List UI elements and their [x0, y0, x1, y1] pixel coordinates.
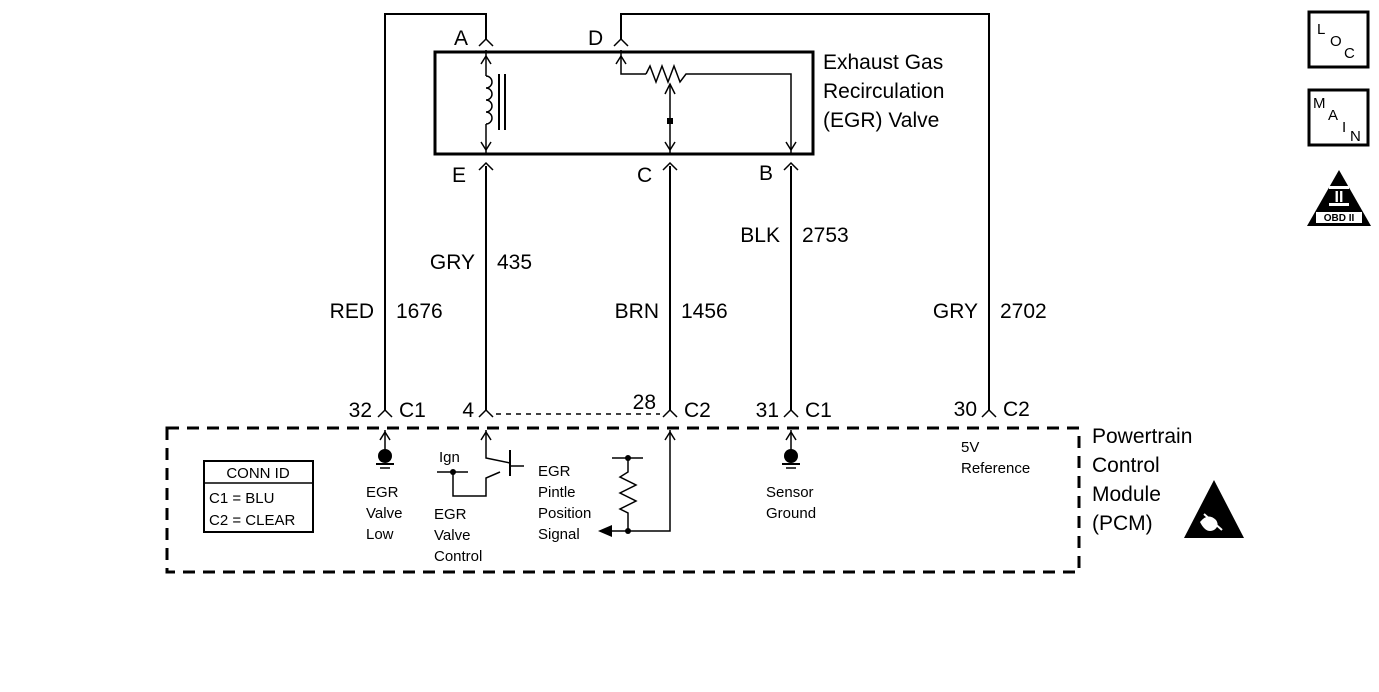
main-letter-a: A	[1328, 107, 1338, 124]
pin-d-label: D	[588, 27, 603, 50]
solenoid-coil-icon	[480, 50, 506, 154]
main-letter-i: I	[1342, 119, 1346, 136]
loc-letter-l: L	[1317, 21, 1325, 38]
sensor-ground-2: Ground	[766, 505, 816, 522]
egr-pintle-3: Position	[538, 505, 591, 522]
pin-d-connector	[613, 37, 629, 47]
esd-warning-icon	[1184, 480, 1244, 538]
pcm-pin-30: 30	[954, 398, 977, 421]
pcm-pin-30-connector	[981, 408, 997, 418]
conn-id-title: CONN ID	[226, 465, 290, 482]
pcm-conn-30: C2	[1003, 398, 1030, 421]
pcm-box	[165, 426, 1081, 574]
potentiometer-icon	[615, 50, 797, 154]
wire-gry-2702	[620, 13, 990, 410]
pcm-pin-4: 4	[462, 399, 474, 422]
pcm-pin-32-connector	[377, 408, 393, 418]
pcm-pin-31-connector	[783, 408, 799, 418]
pcm-conn-32: C1	[399, 399, 426, 422]
main-letter-m: M	[1313, 95, 1326, 112]
pcm-pin-4-connector	[478, 408, 494, 418]
egr-valve-label-3: (EGR) Valve	[823, 109, 939, 132]
obd-text: OBD II	[1324, 213, 1355, 224]
egr-pintle-2: Pintle	[538, 484, 576, 501]
wire-circuit-2753: 2753	[802, 224, 849, 247]
egr-pintle-4: Signal	[538, 526, 580, 543]
pin-b-label: B	[759, 162, 773, 185]
pin-e-label: E	[452, 164, 466, 187]
pcm-conn-28: C2	[684, 399, 711, 422]
loc-badge[interactable]	[1307, 10, 1370, 69]
egr-valve-control-3: Control	[434, 548, 482, 565]
pin-e-connector	[478, 161, 494, 171]
pin-a-label: A	[454, 27, 468, 50]
conn-id-c2: C2 = CLEAR	[209, 512, 295, 529]
obd-ii-icon[interactable]	[1307, 170, 1371, 226]
pcm-label-3: Module	[1092, 483, 1161, 506]
wire-color-brn: BRN	[615, 300, 659, 323]
loc-letter-o: O	[1330, 33, 1342, 50]
egr-pintle-1: EGR	[538, 463, 571, 480]
ground-symbol-icon	[376, 449, 394, 469]
egr-valve-box	[433, 50, 815, 156]
wire-circuit-1676: 1676	[396, 300, 443, 323]
egr-valve-control-2: Valve	[434, 527, 470, 544]
ground-symbol-icon	[782, 449, 800, 469]
egr-valve-label-2: Recirculation	[823, 80, 944, 103]
reference-2: Reference	[961, 460, 1030, 477]
wire-red-1676	[384, 13, 487, 410]
pin-b-connector	[783, 161, 799, 171]
pcm-pin-28: 28	[633, 391, 656, 414]
wire-color-gry-2702: GRY	[933, 300, 978, 323]
ign-label: Ign	[439, 449, 460, 466]
reference-1: 5V	[961, 439, 979, 456]
wire-color-blk: BLK	[740, 224, 780, 247]
main-letter-n: N	[1350, 128, 1361, 145]
pin-c-label: C	[637, 164, 652, 187]
egr-valve-low-3: Low	[366, 526, 394, 543]
loc-letter-c: C	[1344, 45, 1355, 62]
egr-valve-low-2: Valve	[366, 505, 402, 522]
pcm-pin-32: 32	[349, 399, 372, 422]
wire-color-gry-435: GRY	[430, 251, 475, 274]
pcm-label-4: (PCM)	[1092, 512, 1153, 535]
pcm-pin-31: 31	[756, 399, 779, 422]
transistor-icon	[437, 450, 524, 497]
pcm-label-1: Powertrain	[1092, 425, 1192, 448]
pcm-label-2: Control	[1092, 454, 1160, 477]
wire-circuit-1456: 1456	[681, 300, 728, 323]
wire-circuit-435: 435	[497, 251, 532, 274]
wire-color-red: RED	[330, 300, 374, 323]
egr-valve-label-1: Exhaust Gas	[823, 51, 943, 74]
pcm-conn-31: C1	[805, 399, 832, 422]
pin-a-connector	[478, 37, 494, 47]
resistor-icon	[598, 455, 643, 537]
sensor-ground-1: Sensor	[766, 484, 814, 501]
conn-id-c1: C1 = BLU	[209, 490, 274, 507]
pin-c-connector	[662, 161, 678, 171]
wire-circuit-2702: 2702	[1000, 300, 1047, 323]
obd-numeral: II	[1335, 189, 1344, 206]
egr-valve-control-1: EGR	[434, 506, 467, 523]
conn-id-box	[203, 460, 314, 533]
main-badge[interactable]	[1307, 88, 1370, 147]
pcm-pin-28-connector	[662, 408, 678, 418]
egr-valve-low-1: EGR	[366, 484, 399, 501]
